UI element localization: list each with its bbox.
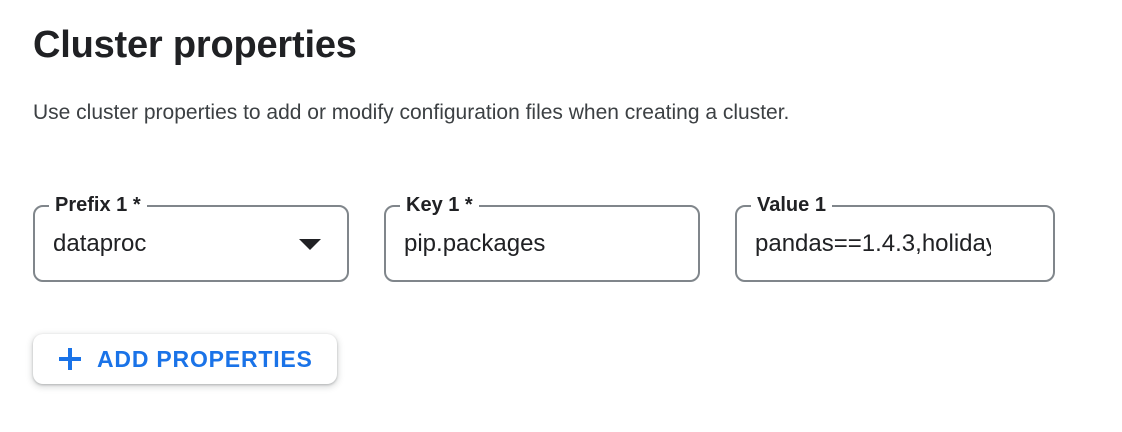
property-row: Prefix 1 * dataproc Key 1 * Value 1 bbox=[33, 192, 1122, 282]
key-label: Key 1 * bbox=[400, 192, 479, 218]
add-properties-button[interactable]: ADD PROPERTIES bbox=[33, 334, 337, 384]
value-label: Value 1 bbox=[751, 192, 832, 218]
value-input[interactable] bbox=[737, 207, 1053, 280]
prefix-label: Prefix 1 * bbox=[49, 192, 147, 218]
key-input[interactable] bbox=[386, 207, 698, 280]
plus-icon bbox=[57, 346, 83, 372]
dropdown-arrow-icon bbox=[299, 238, 321, 250]
add-properties-label: ADD PROPERTIES bbox=[97, 345, 313, 372]
key-field: Key 1 * bbox=[384, 192, 700, 282]
page-description: Use cluster properties to add or modify … bbox=[33, 101, 790, 124]
page-title: Cluster properties bbox=[33, 24, 357, 66]
prefix-selected-value: dataproc bbox=[53, 229, 147, 257]
value-field: Value 1 bbox=[735, 192, 1055, 282]
prefix-select[interactable]: Prefix 1 * dataproc bbox=[33, 192, 349, 282]
